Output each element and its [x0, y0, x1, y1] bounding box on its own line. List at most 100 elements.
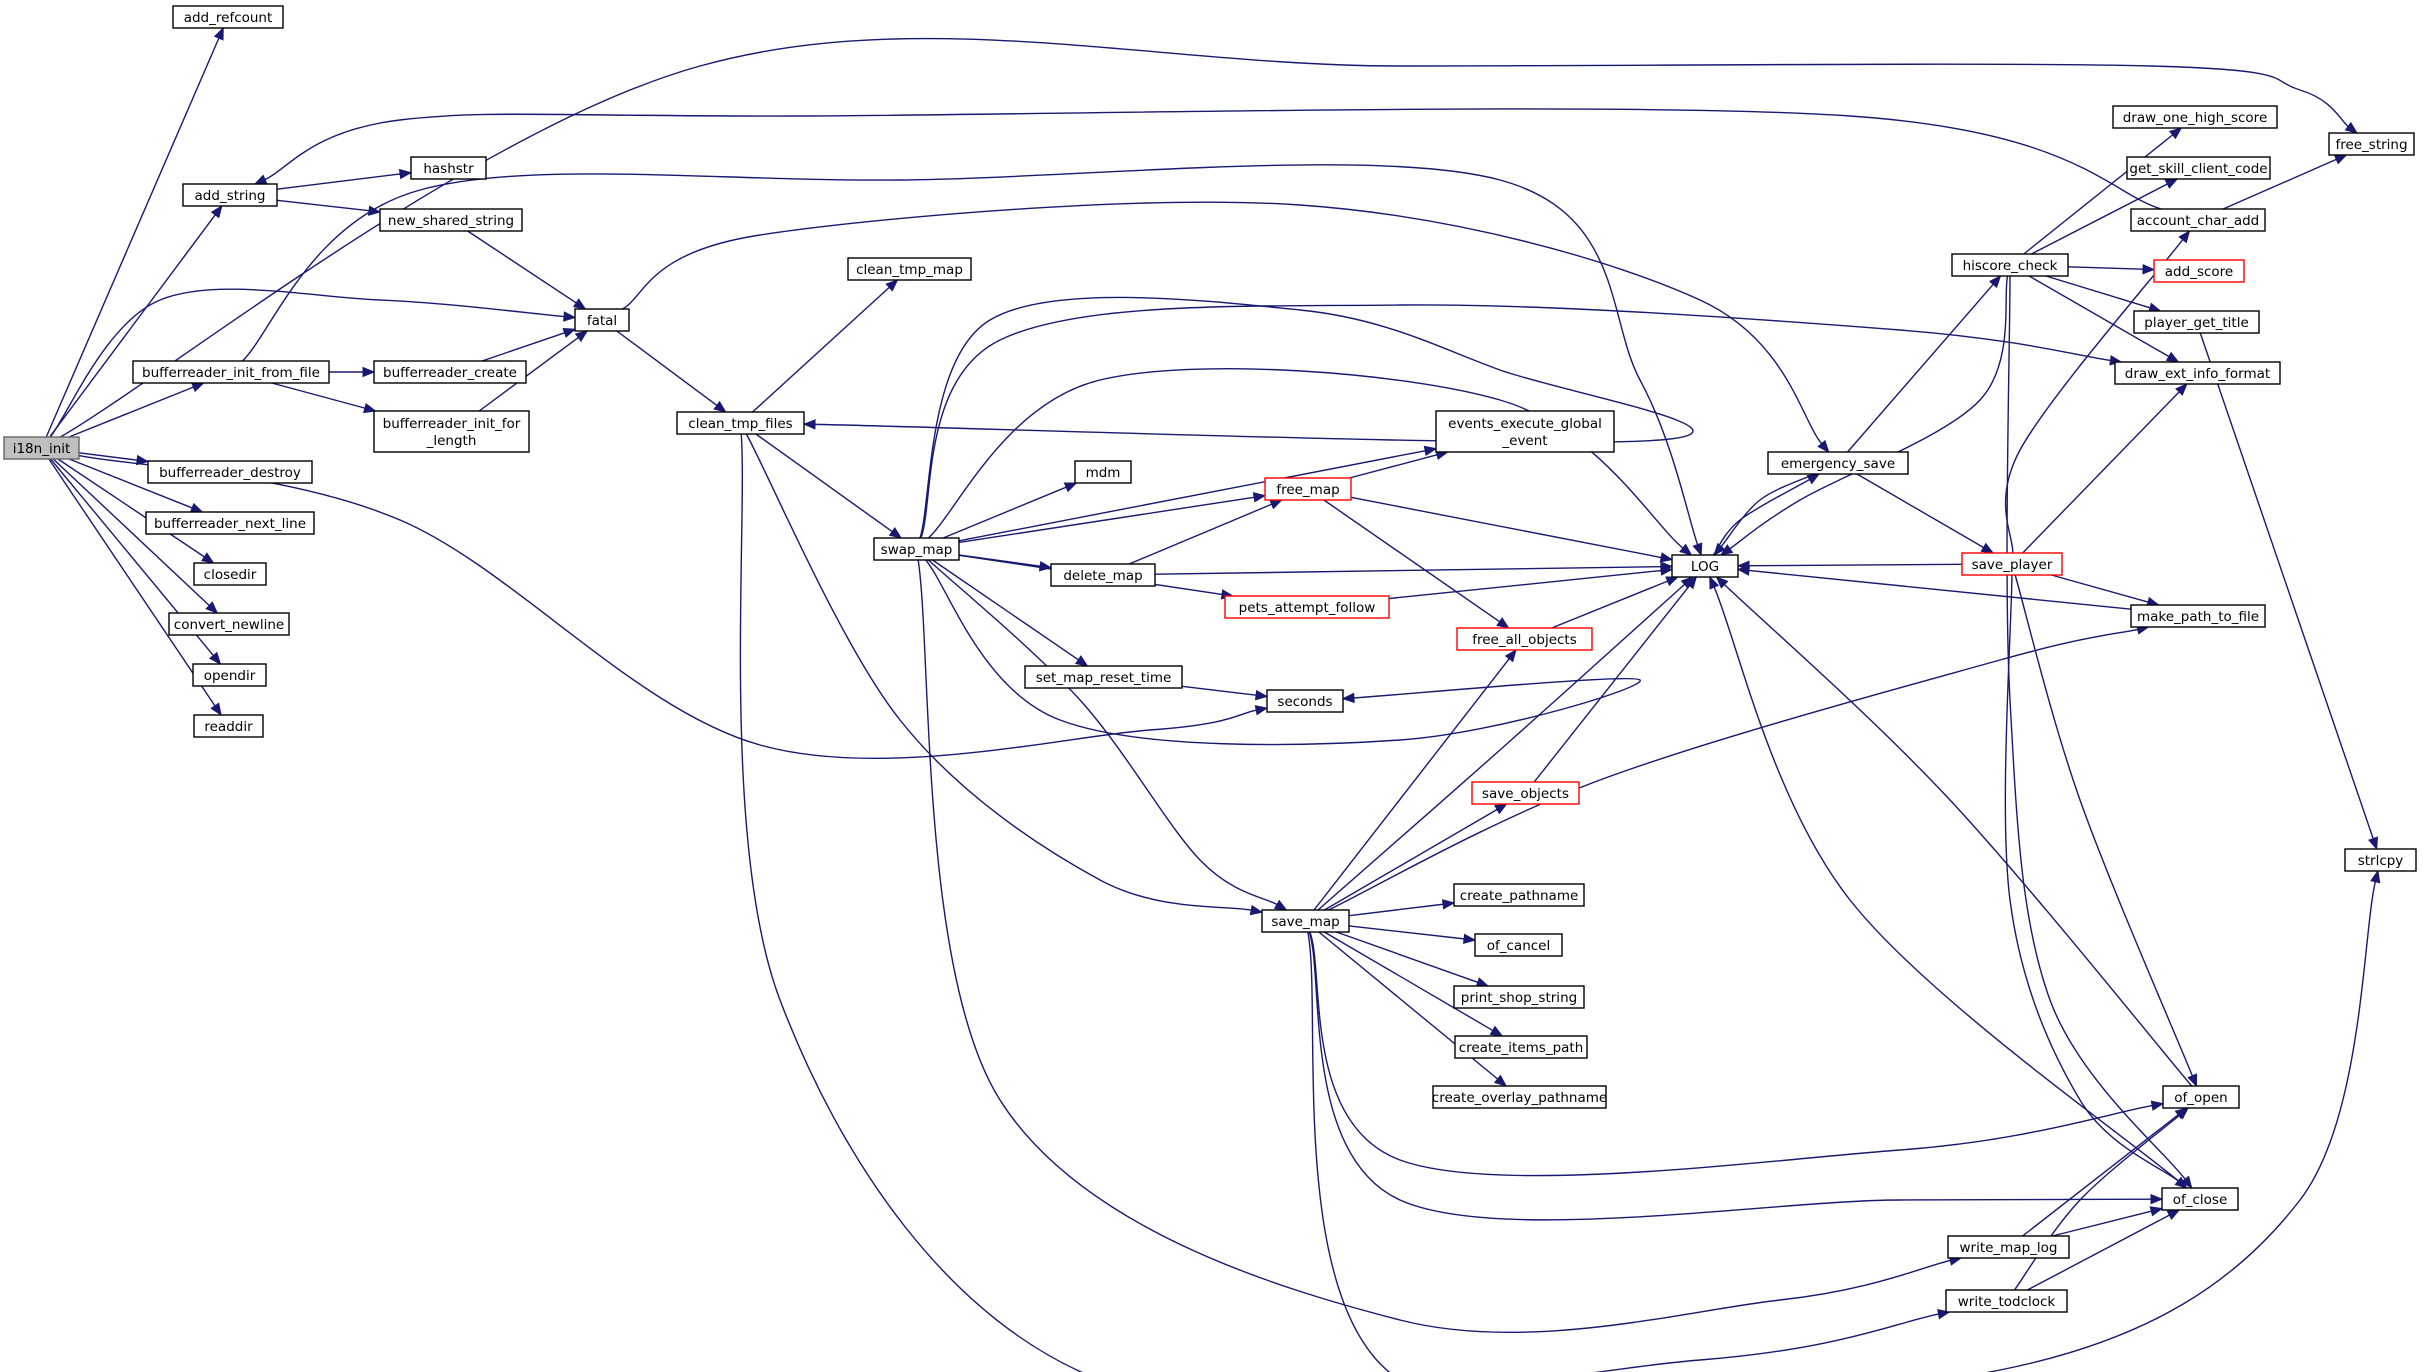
node-box[interactable] — [147, 460, 313, 484]
node-delete_map[interactable]: delete_map — [1050, 563, 1156, 587]
node-box[interactable] — [1024, 665, 1183, 689]
node-box[interactable] — [193, 562, 267, 586]
node-box[interactable] — [2114, 361, 2281, 385]
node-box[interactable] — [2130, 604, 2266, 628]
node-create_pathname[interactable]: create_pathname — [1453, 883, 1585, 907]
node-clean_tmp_map[interactable]: clean_tmp_map — [847, 257, 972, 281]
node-box[interactable] — [1671, 554, 1739, 578]
node-box[interactable] — [847, 257, 972, 281]
node-write_map_log[interactable]: write_map_log — [1947, 1235, 2070, 1259]
node-box[interactable] — [873, 537, 960, 561]
node-box[interactable] — [1456, 627, 1593, 651]
node-bufferreader_init_from_file[interactable]: bufferreader_init_from_file — [132, 360, 330, 384]
node-strlcpy[interactable]: strlcpy — [2344, 848, 2417, 872]
node-box[interactable] — [168, 612, 290, 636]
node-box[interactable] — [2133, 310, 2260, 334]
node-box[interactable] — [1474, 933, 1563, 957]
node-swap_map[interactable]: swap_map — [873, 537, 960, 561]
node-seconds[interactable]: seconds — [1266, 689, 1344, 713]
node-box[interactable] — [1050, 563, 1156, 587]
node-box[interactable] — [3, 436, 80, 460]
node-draw_ext_info_format[interactable]: draw_ext_info_format — [2114, 361, 2281, 385]
node-save_objects[interactable]: save_objects — [1471, 781, 1580, 805]
node-hiscore_check[interactable]: hiscore_check — [1951, 253, 2069, 277]
node-bufferreader_init_for_length[interactable]: bufferreader_init_for_length — [373, 410, 530, 453]
node-i18n_init[interactable]: i18n_init — [3, 436, 80, 460]
node-box[interactable] — [1261, 909, 1350, 933]
node-save_player[interactable]: save_player — [1961, 552, 2063, 576]
node-box[interactable] — [2328, 132, 2415, 156]
node-of_cancel[interactable]: of_cancel — [1474, 933, 1563, 957]
node-clean_tmp_files[interactable]: clean_tmp_files — [676, 411, 805, 435]
node-box[interactable] — [1945, 1289, 2068, 1313]
node-closedir[interactable]: closedir — [193, 562, 267, 586]
node-account_char_add[interactable]: account_char_add — [2130, 208, 2266, 232]
node-pets_attempt_follow[interactable]: pets_attempt_follow — [1224, 595, 1390, 619]
node-of_close[interactable]: of_close — [2161, 1187, 2239, 1211]
node-box[interactable] — [1454, 1035, 1588, 1059]
node-box[interactable] — [574, 308, 630, 332]
node-box[interactable] — [373, 360, 527, 384]
node-box[interactable] — [1264, 477, 1352, 501]
node-box[interactable] — [1453, 985, 1585, 1009]
node-bufferreader_destroy[interactable]: bufferreader_destroy — [147, 460, 313, 484]
node-box[interactable] — [2153, 259, 2245, 283]
node-bufferreader_next_line[interactable]: bufferreader_next_line — [145, 511, 315, 535]
node-player_get_title[interactable]: player_get_title — [2133, 310, 2260, 334]
node-box[interactable] — [193, 714, 264, 738]
node-box[interactable] — [1074, 460, 1132, 484]
node-box[interactable] — [2161, 1187, 2239, 1211]
node-emergency_save[interactable]: emergency_save — [1767, 451, 1909, 475]
node-box[interactable] — [1224, 595, 1390, 619]
node-box[interactable] — [1266, 689, 1344, 713]
node-new_shared_string[interactable]: new_shared_string — [379, 208, 523, 232]
node-box[interactable] — [2112, 105, 2278, 129]
node-box[interactable] — [145, 511, 315, 535]
node-box[interactable] — [1471, 781, 1580, 805]
node-box[interactable] — [410, 156, 487, 180]
node-box[interactable] — [1947, 1235, 2070, 1259]
node-get_skill_client_code[interactable]: get_skill_client_code — [2126, 156, 2271, 180]
node-box[interactable] — [1951, 253, 2069, 277]
node-save_map[interactable]: save_map — [1261, 909, 1350, 933]
node-box[interactable] — [1961, 552, 2063, 576]
node-box[interactable] — [373, 410, 530, 453]
node-add_refcount[interactable]: add_refcount — [172, 5, 284, 29]
node-set_map_reset_time[interactable]: set_map_reset_time — [1024, 665, 1183, 689]
node-convert_newline[interactable]: convert_newline — [168, 612, 290, 636]
node-events_execute_global_event[interactable]: events_execute_global_event — [1435, 410, 1615, 453]
node-print_shop_string[interactable]: print_shop_string — [1453, 985, 1585, 1009]
node-box[interactable] — [2130, 208, 2266, 232]
node-box[interactable] — [676, 411, 805, 435]
node-box[interactable] — [1432, 1085, 1607, 1109]
node-box[interactable] — [182, 183, 278, 207]
node-box[interactable] — [2162, 1085, 2240, 1109]
node-box[interactable] — [132, 360, 330, 384]
node-box[interactable] — [379, 208, 523, 232]
node-free_all_objects[interactable]: free_all_objects — [1456, 627, 1593, 651]
node-mdm[interactable]: mdm — [1074, 460, 1132, 484]
node-box[interactable] — [192, 663, 267, 687]
node-box[interactable] — [1767, 451, 1909, 475]
node-add_score[interactable]: add_score — [2153, 259, 2245, 283]
node-free_string[interactable]: free_string — [2328, 132, 2415, 156]
node-box[interactable] — [2344, 848, 2417, 872]
node-write_todclock[interactable]: write_todclock — [1945, 1289, 2068, 1313]
node-box[interactable] — [172, 5, 284, 29]
node-opendir[interactable]: opendir — [192, 663, 267, 687]
node-readdir[interactable]: readdir — [193, 714, 264, 738]
node-bufferreader_create[interactable]: bufferreader_create — [373, 360, 527, 384]
node-add_string[interactable]: add_string — [182, 183, 278, 207]
node-box[interactable] — [2126, 156, 2271, 180]
node-fatal[interactable]: fatal — [574, 308, 630, 332]
node-create_overlay_pathname[interactable]: create_overlay_pathname — [1432, 1085, 1607, 1109]
node-LOG[interactable]: LOG — [1671, 554, 1739, 578]
node-draw_one_high_score[interactable]: draw_one_high_score — [2112, 105, 2278, 129]
node-of_open[interactable]: of_open — [2162, 1085, 2240, 1109]
node-box[interactable] — [1435, 410, 1615, 453]
node-hashstr[interactable]: hashstr — [410, 156, 487, 180]
node-make_path_to_file[interactable]: make_path_to_file — [2130, 604, 2266, 628]
node-box[interactable] — [1453, 883, 1585, 907]
node-free_map[interactable]: free_map — [1264, 477, 1352, 501]
node-create_items_path[interactable]: create_items_path — [1454, 1035, 1588, 1059]
